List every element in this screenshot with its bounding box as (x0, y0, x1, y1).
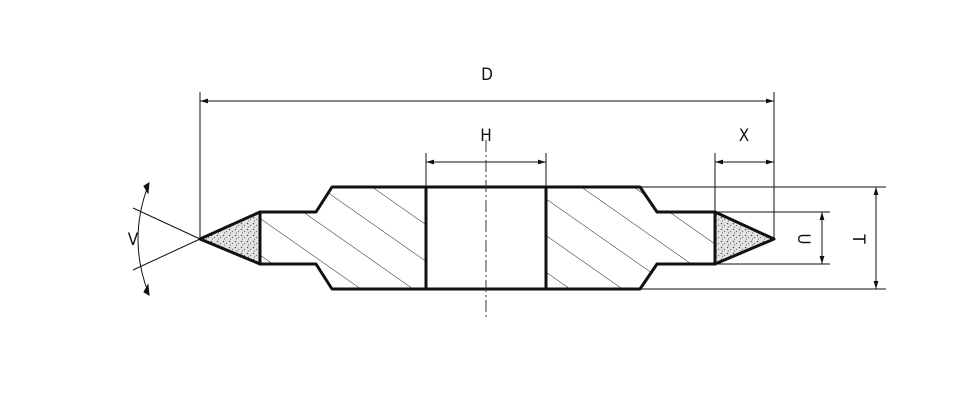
label-u: U (793, 233, 813, 244)
dimension-x (714, 153, 774, 212)
dimension-d (199, 92, 775, 239)
dimension-u (715, 211, 830, 265)
label-v: V (128, 230, 139, 250)
dimension-h (425, 153, 547, 187)
wheel-body-right (544, 185, 717, 291)
dimension-v (132, 182, 201, 296)
label-t: T (848, 233, 868, 244)
label-x: X (739, 126, 749, 146)
label-d: D (481, 65, 493, 85)
abrasive-tip-left (198, 210, 262, 266)
dimension-t (640, 186, 886, 290)
label-h: H (480, 126, 492, 146)
abrasive-tip-right (713, 210, 776, 266)
wheel-body-left (258, 185, 428, 291)
